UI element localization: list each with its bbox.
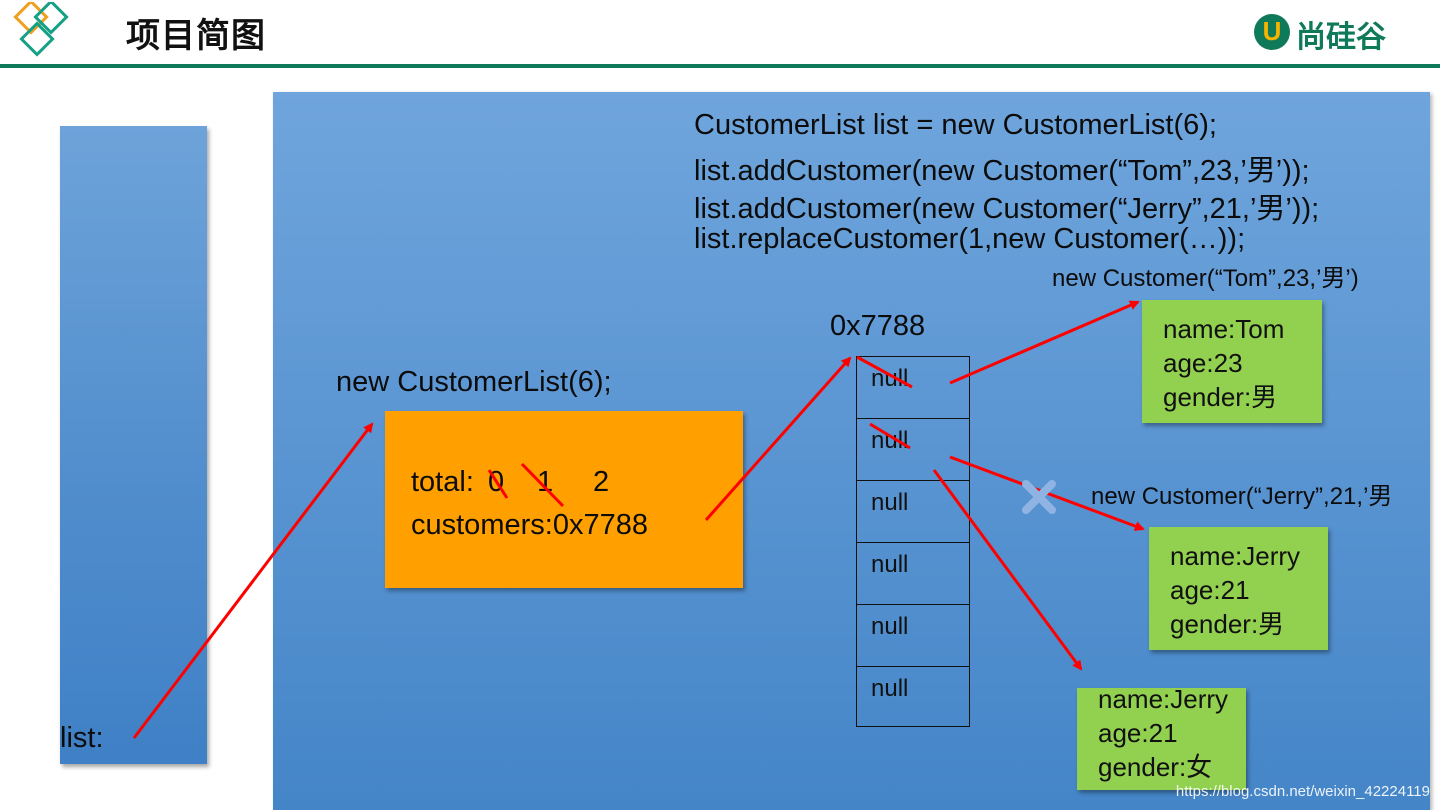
- code-line-4: list.replaceCustomer(1,new Customer(…));: [694, 223, 1246, 255]
- arrow-object-to-array: [704, 356, 852, 521]
- brand-name: 尚硅谷: [1296, 20, 1386, 55]
- page-title: 项目简图: [126, 16, 266, 56]
- customer-list-object: [385, 411, 743, 588]
- list-variable-label: list:: [60, 722, 104, 754]
- array-cell: null: [857, 605, 969, 667]
- strike-total-0: [487, 469, 509, 499]
- array-cell: null: [857, 481, 969, 543]
- strike-cell-0: [856, 355, 913, 389]
- jerry-new-gender: gender:女: [1098, 752, 1213, 782]
- total-label: total:: [411, 466, 474, 498]
- tom-name: name:Tom: [1163, 314, 1285, 344]
- brand-logo: U 尚硅谷: [1254, 12, 1414, 55]
- total-value-2: 2: [593, 466, 610, 498]
- stack-memory-area: [60, 126, 207, 764]
- code-line-3: list.addCustomer(new Customer(“Jerry”,21…: [694, 193, 1320, 225]
- code-line-1: CustomerList list = new CustomerList(6);: [694, 109, 1217, 141]
- header-divider: [0, 64, 1440, 68]
- cross-icon: [1022, 480, 1056, 514]
- jerry-caption: new Customer(“Jerry”,21,’男: [1091, 483, 1393, 510]
- arrow-cell1-to-jerry-new: [932, 469, 1083, 671]
- diamond-logo-icon: [13, 2, 69, 57]
- tom-caption: new Customer(“Tom”,23,’男’): [1052, 265, 1359, 292]
- strike-total-1: [520, 462, 565, 508]
- array-cell: null: [857, 543, 969, 605]
- jerry-old-name: name:Jerry: [1170, 541, 1301, 571]
- brand-u-icon: U: [1254, 14, 1290, 50]
- array-cell: null: [871, 675, 909, 702]
- jerry-new-name: name:Jerry: [1098, 684, 1229, 714]
- jerry-old-age: age:21: [1170, 575, 1250, 605]
- customer-list-caption: new CustomerList(6);: [336, 366, 612, 398]
- array-address: 0x7788: [830, 310, 926, 342]
- code-line-2: list.addCustomer(new Customer(“Tom”,23,’…: [694, 155, 1310, 187]
- tom-object: name:Tom age:23 gender:男: [1142, 300, 1322, 423]
- arrow-list-to-object: [132, 422, 374, 739]
- strike-cell-1: [869, 422, 911, 450]
- jerry-new-age: age:21: [1098, 718, 1178, 748]
- watermark: https://blog.csdn.net/weixin_42224119: [1175, 783, 1430, 800]
- jerry-old-object: name:Jerry age:21 gender:男: [1149, 527, 1328, 650]
- array-cell: null: [857, 419, 969, 481]
- customers-field: customers:0x7788: [411, 509, 648, 541]
- array-cell: null: [857, 357, 969, 419]
- jerry-new-object: name:Jerry age:21 gender:女: [1077, 684, 1246, 790]
- arrow-cell0-to-tom: [949, 300, 1140, 385]
- tom-gender: gender:男: [1163, 382, 1278, 412]
- tom-age: age:23: [1163, 348, 1243, 378]
- jerry-old-gender: gender:男: [1170, 609, 1285, 639]
- customers-array: null null null null null null: [856, 356, 970, 727]
